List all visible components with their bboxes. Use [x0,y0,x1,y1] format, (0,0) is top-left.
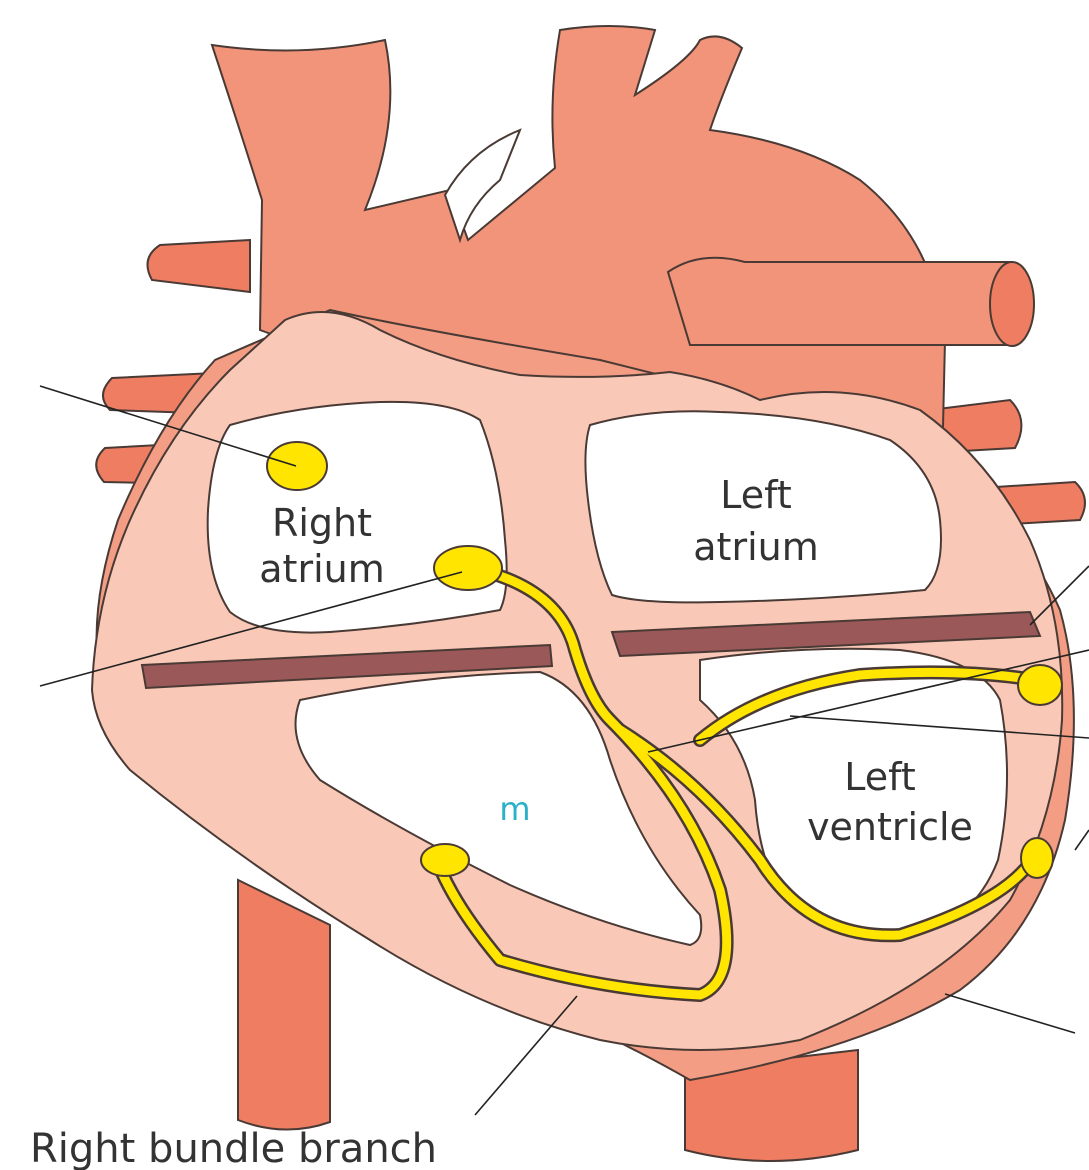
av-node [434,546,502,590]
left-vessel-upper [148,240,251,292]
sa-node [267,442,327,490]
pulmonary-artery-opening [990,262,1034,346]
leader-purkinje [945,994,1075,1033]
left-ventricle-label: Left [844,755,916,799]
pulmonary-artery-tube [668,258,1012,345]
leader-left-posterior [1075,830,1089,850]
right-atrium-label: Right [272,501,372,545]
inferior-vena-cava [238,880,330,1130]
left-ventricle-label-line2: ventricle [807,805,973,849]
left-atrium-label-line2: atrium [693,525,818,569]
right-branch-terminal [421,844,469,876]
right-atrium-label-line2: atrium [259,547,384,591]
right-bundle-branch-label: Right bundle branch [30,1126,437,1170]
left-posterior-terminal [1021,838,1053,878]
left-atrium-label: Left [720,473,792,517]
left-anterior-terminal [1018,665,1062,705]
right-ventricle-mark: m [499,790,530,828]
